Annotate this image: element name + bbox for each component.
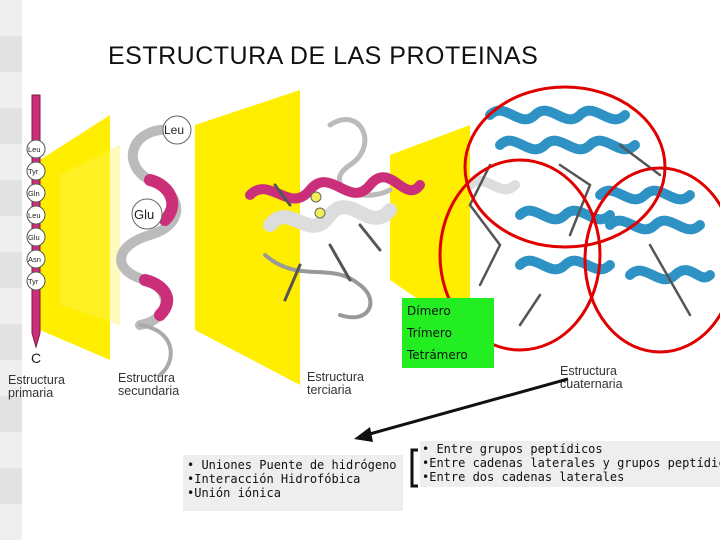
secondary-leu-label: Leu xyxy=(164,123,184,137)
yellow-funnel-3 xyxy=(390,125,470,335)
level-trimer: Trímero xyxy=(407,326,452,340)
pointer-arrow xyxy=(354,377,569,442)
slide-side-stripes xyxy=(0,0,22,540)
residue-circle-3 xyxy=(26,183,46,203)
bond-right-item-3: •Entre dos cadenas laterales xyxy=(422,470,625,484)
bonds-right-note: • Entre grupos peptídicos •Entre cadenas… xyxy=(420,441,720,487)
caption-primary: Estructura primaria xyxy=(8,374,65,400)
tertiary-ball-1 xyxy=(310,191,322,203)
level-dimer: Dímero xyxy=(407,304,451,318)
caption-quaternary-line2: cuaternaria xyxy=(560,377,623,391)
residue-circle-6 xyxy=(26,249,46,269)
residue-label-4: Leu xyxy=(28,211,41,220)
residue-label-6: Asn xyxy=(28,255,41,264)
residue-label-7: Tyr xyxy=(28,277,39,286)
slide-title: ESTRUCTURA DE LAS PROTEINAS xyxy=(108,42,539,70)
residue-label-1: Leu xyxy=(28,145,41,154)
level-tetramer: Tetrámero xyxy=(407,348,468,362)
bonds-left-note: • Uniones Puente de hidrógeno •Interacci… xyxy=(183,455,403,511)
quaternary-helices xyxy=(465,105,715,327)
residue-circle-4 xyxy=(26,205,46,225)
red-circle-left xyxy=(438,158,602,352)
bond-left-item-1: • Uniones Puente de hidrógeno xyxy=(187,458,397,472)
caption-primary-line2: primaria xyxy=(8,386,54,400)
levels-box xyxy=(402,298,494,368)
bracket xyxy=(410,448,418,488)
tertiary-structure xyxy=(245,117,425,320)
secondary-structure xyxy=(116,124,182,377)
caption-tertiary-line2: terciaria xyxy=(307,383,352,397)
bond-left-item-3: •Unión iónica xyxy=(187,486,281,500)
caption-secondary: Estructura secundaria xyxy=(118,372,179,398)
bond-right-item-1: • Entre grupos peptídicos xyxy=(422,442,603,456)
tertiary-ball-2 xyxy=(314,207,326,219)
residue-circle-2 xyxy=(26,161,46,181)
residue-circle-5 xyxy=(26,227,46,247)
chain-end-label: C xyxy=(31,350,41,366)
caption-primary-line1: Estructura xyxy=(8,373,65,387)
secondary-glu-circle xyxy=(131,198,163,230)
protein-structure-figure: Leu Tyr Gln Leu Glu Asn Tyr C Leu Glu xyxy=(26,85,720,385)
bond-left-item-2: •Interacción Hidrofóbica xyxy=(187,472,361,486)
caption-tertiary-line1: Estructura xyxy=(307,370,364,384)
residue-label-2: Tyr xyxy=(28,167,39,176)
residue-label-5: Glu xyxy=(28,233,40,242)
faint-yellow-left xyxy=(60,145,120,325)
yellow-funnel-1 xyxy=(40,115,110,360)
secondary-glu-label: Glu xyxy=(134,207,154,222)
caption-tertiary: Estructura terciaria xyxy=(307,371,364,397)
red-circle-right xyxy=(583,166,720,354)
residue-circle-7 xyxy=(26,271,46,291)
primary-chain-residues: Leu Tyr Gln Leu Glu Asn Tyr xyxy=(26,139,46,291)
caption-quaternary-line1: Estructura xyxy=(560,364,617,378)
secondary-leu-circle xyxy=(162,115,192,145)
caption-secondary-line1: Estructura xyxy=(118,371,175,385)
yellow-funnel-2 xyxy=(195,90,300,385)
caption-quaternary: Estructura cuaternaria xyxy=(560,365,623,391)
caption-secondary-line2: secundaria xyxy=(118,384,180,398)
residue-label-3: Gln xyxy=(28,189,40,198)
bond-right-item-2: •Entre cadenas laterales y grupos peptíd… xyxy=(422,456,720,470)
residue-circle-1 xyxy=(26,139,46,159)
